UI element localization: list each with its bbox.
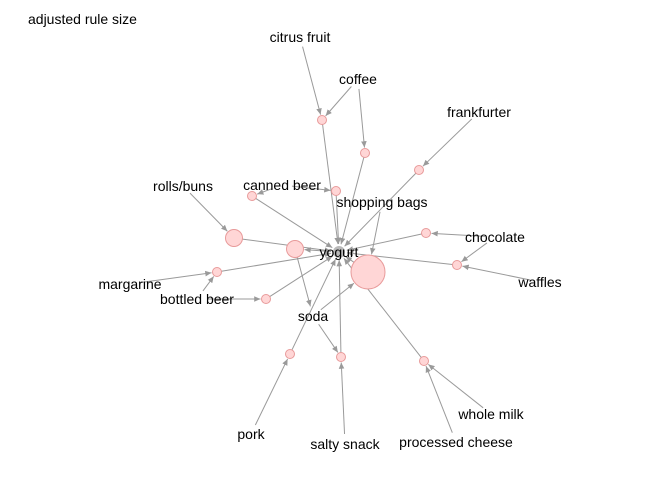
edge-margarine-to-r8	[139, 270, 212, 284]
item-label-citrus-fruit: citrus fruit	[270, 29, 331, 45]
item-label-rolls-buns: rolls/buns	[153, 178, 213, 194]
edge-coffee-to-r2	[358, 88, 367, 148]
rule-node-r5	[331, 186, 341, 196]
item-label-waffles: waffles	[517, 274, 561, 290]
item-label-salty-snack: salty snack	[310, 436, 380, 452]
edge-r8-to-yogurt	[221, 251, 332, 272]
yogurt-node	[333, 246, 345, 258]
rule-node-r12	[350, 254, 386, 290]
edge-waffles-to-r11	[462, 264, 531, 281]
item-label-whole-milk: whole milk	[457, 406, 524, 422]
edge-coffee-to-r1	[325, 86, 352, 117]
edge-r4-to-yogurt	[255, 198, 333, 249]
item-label-soda: soda	[298, 308, 329, 324]
item-label-bottled-beer: bottled beer	[160, 291, 234, 307]
edge-r11-to-yogurt	[346, 250, 453, 266]
edge-r5-to-yogurt	[335, 195, 342, 245]
edge-frankfurter-to-r3	[422, 118, 473, 167]
rule-node-r4	[247, 191, 257, 201]
edge-r10-to-yogurt	[346, 233, 422, 252]
item-label-shopping-bags: shopping bags	[336, 194, 427, 210]
rule-node-r14	[336, 352, 346, 362]
item-label-pork: pork	[237, 426, 265, 442]
edge-bottled_beer-to-r8	[202, 276, 215, 292]
edge-canned_beer-to-r4	[256, 187, 273, 195]
edge-r13-to-yogurt	[291, 258, 336, 351]
rule-node-r7	[286, 240, 304, 258]
graph-caption: adjusted rule size	[28, 11, 137, 27]
edge-r2-to-yogurt	[339, 157, 365, 245]
edge-r1-to-yogurt	[322, 124, 340, 245]
edge-r6-to-yogurt	[242, 238, 332, 253]
rule-node-r11	[452, 260, 462, 270]
edge-canned_beer-to-r5	[291, 185, 331, 193]
edge-salty_snack-to-r14	[338, 362, 346, 435]
edge-chocolate-to-r11	[461, 242, 488, 263]
item-label-yogurt: yogurt	[320, 244, 359, 260]
item-label-coffee: coffee	[339, 71, 377, 87]
edge-r9-to-yogurt	[269, 255, 333, 297]
rule-node-layer	[212, 115, 462, 366]
edge-yogurt-to-r7	[304, 247, 332, 253]
rule-node-r10	[421, 228, 431, 238]
edge-shopping_bags-to-r12	[370, 211, 381, 255]
edge-r3-to-yogurt	[344, 172, 417, 247]
item-label-frankfurter: frankfurter	[447, 104, 511, 120]
rule-node-r1	[317, 115, 327, 125]
item-label-chocolate: chocolate	[465, 229, 525, 245]
edge-layer	[139, 46, 531, 435]
rule-node-r9	[261, 294, 271, 304]
label-layer: yogurt citrus fruit coffee frankfurter rolls…	[98, 29, 561, 452]
edge-citrus_fruit-to-r1	[302, 46, 322, 115]
edge-rolls_buns-to-r6	[189, 192, 228, 232]
rule-node-r3	[414, 165, 424, 175]
edge-processed_cheese-to-r15	[425, 365, 453, 433]
item-label-canned-beer: canned beer	[243, 177, 321, 193]
rule-node-r8	[212, 267, 222, 277]
edge-pork-to-r13	[254, 358, 289, 426]
edge-soda-to-r14	[318, 323, 339, 353]
edge-soda-to-r12	[320, 282, 355, 311]
edge-r14-to-yogurt	[336, 259, 343, 353]
rule-node-r6	[225, 229, 243, 247]
rule-node-r15	[419, 356, 429, 366]
item-label-margarine: margarine	[98, 276, 161, 292]
rule-node-r2	[360, 148, 370, 158]
item-node-layer	[333, 246, 345, 258]
rule-node-r13	[285, 349, 295, 359]
edge-chocolate-to-r10	[431, 230, 486, 237]
edge-r7-to-soda	[296, 257, 312, 307]
item-label-processed-cheese: processed cheese	[399, 434, 513, 450]
edge-whole_milk-to-r15	[428, 364, 484, 409]
